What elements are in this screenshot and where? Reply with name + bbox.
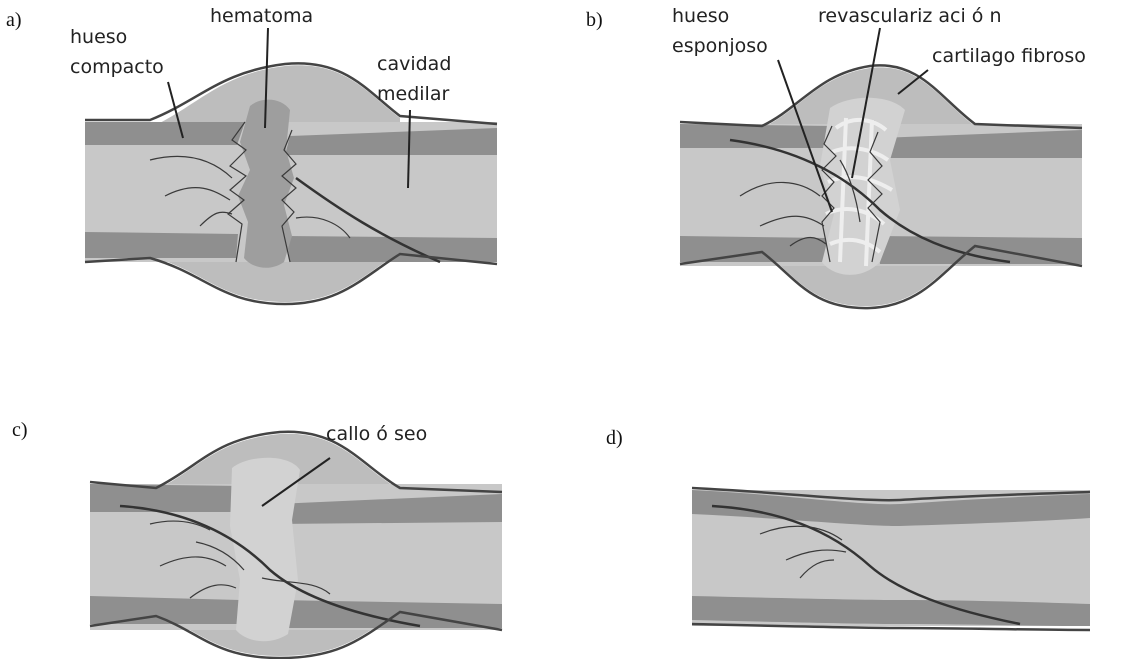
panel-a-cortex-bottom-left bbox=[85, 232, 238, 258]
label-fibrocartilage: cartilago fibroso bbox=[932, 45, 1086, 67]
panel-c-bony-callus bbox=[230, 458, 300, 642]
label-spongy-bone-line2: esponjoso bbox=[672, 35, 768, 57]
label-bony-callus: callo ó seo bbox=[326, 423, 427, 445]
panel-a-letter: a) bbox=[6, 9, 22, 31]
label-medullary-line1: cavidad bbox=[377, 53, 451, 75]
label-medullary-line2: medilar bbox=[377, 83, 449, 105]
panel-c-cortex-top-left bbox=[90, 484, 242, 512]
label-compact-bone-line2: compacto bbox=[70, 56, 164, 78]
panel-c-letter: c) bbox=[12, 419, 28, 441]
panel-a: a) hueso compacto hematoma cavidad medil… bbox=[6, 5, 497, 304]
label-revascularization: revasculariz aci ó n bbox=[818, 5, 1002, 27]
panel-c: c) callo ó seo bbox=[12, 419, 502, 658]
panel-d: d) bbox=[606, 427, 1090, 630]
panel-b-letter: b) bbox=[586, 9, 603, 31]
label-hematoma: hematoma bbox=[210, 5, 313, 27]
panel-d-letter: d) bbox=[606, 427, 623, 449]
panel-b: b) hueso esponjoso revasculariz aci ó n … bbox=[586, 5, 1086, 308]
label-spongy-bone-line1: hueso bbox=[672, 5, 729, 27]
panel-a-cortex-top-left bbox=[85, 122, 245, 145]
panel-b-cortex-bottom-left bbox=[680, 236, 826, 262]
label-compact-bone-line1: hueso bbox=[70, 26, 127, 48]
